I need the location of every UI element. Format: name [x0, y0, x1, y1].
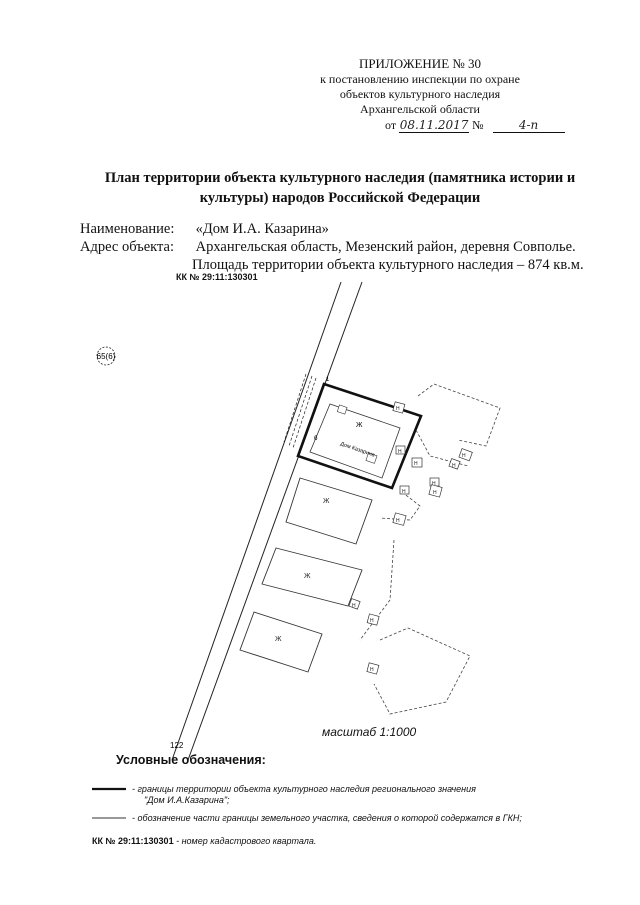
appendix-line-1: к постановлению инспекции по охране [320, 72, 520, 86]
svg-text:Н: Н [433, 490, 437, 496]
object-name-row: Наименование: «Дом И.А. Казарина» [80, 220, 329, 238]
parcel-65-label: 65(6) [97, 352, 116, 361]
outbuilding: Н [366, 662, 380, 675]
outbuilding: Н [458, 448, 473, 462]
number-label: № [472, 118, 484, 132]
svg-text:Н: Н [396, 406, 400, 412]
legend-cadastral-code: КК № 29:11:130301 [92, 836, 174, 846]
object-name-label: Наименование: [80, 221, 175, 237]
outbuilding: Н [366, 613, 380, 626]
outbuildings: Н Н Н Н Н Н Н Н Н Н Н Н [348, 401, 473, 675]
object-address-label: Адрес объекта: [80, 239, 174, 255]
title-line-1: План территории объекта культурного насл… [104, 170, 576, 186]
appendix-block: ПРИЛОЖЕНИЕ № 30 к постановлению инспекци… [280, 56, 560, 117]
appendix-line-3: Архангельской области [360, 102, 480, 116]
object-address-value: Архангельская область, Мезенский район, … [195, 239, 576, 255]
object-name-value: «Дом И.А. Казарина» [195, 221, 329, 237]
outbuilding: Н [395, 445, 406, 455]
legend-item-parcel-boundary: - обозначение части границы земельного у… [132, 813, 522, 823]
svg-text:Н: Н [432, 481, 436, 487]
outbuilding: Н [448, 458, 461, 470]
svg-text:Ж: Ж [323, 498, 330, 505]
svg-text:Ж: Ж [275, 636, 282, 643]
decree-date: 08.11.2017 [399, 118, 470, 133]
svg-text:1: 1 [326, 377, 330, 383]
svg-text:Н: Н [462, 453, 466, 459]
parcel-boundaries-dashed [359, 383, 501, 715]
svg-text:б: б [314, 436, 318, 442]
appendix-line-2: объектов культурного наследия [339, 87, 501, 101]
legend-item-territory-line-1: - границы территории объекта культурного… [132, 784, 476, 794]
outbuilding: Н [428, 484, 443, 498]
road [171, 281, 363, 761]
svg-text:Ж: Ж [304, 573, 311, 580]
outbuilding: Н [399, 485, 410, 495]
object-address-row: Адрес объекта: Архангельская область, Ме… [80, 238, 576, 256]
legend-item-cadastral: КК № 29:11:130301 - номер кадастрового к… [92, 836, 316, 847]
outbuilding: Н [392, 512, 407, 526]
decree-date-line: от 08.11.2017 № 4-п [385, 118, 565, 133]
outbuilding: Н [348, 598, 361, 610]
object-area: Площадь территории объекта культурного н… [192, 257, 584, 273]
road-dashed-edge [283, 373, 317, 449]
house-label: Дом Казарина [339, 441, 376, 459]
parcel-65-marker: 65(6) [96, 346, 116, 366]
cadastral-quarter-label: КК № 29:11:130301 [176, 272, 258, 282]
svg-text:Н: Н [452, 463, 456, 469]
building-2: Ж [285, 477, 373, 545]
house-mark: Ж [356, 422, 363, 429]
heritage-territory: Ж Дом Казарина 1 б [296, 377, 423, 490]
map-scale: масштаб 1:1000 [322, 725, 417, 739]
svg-text:Н: Н [402, 489, 406, 495]
svg-text:Н: Н [396, 518, 400, 524]
building-3: Ж [261, 547, 363, 607]
building-4: Ж [239, 611, 323, 673]
legend-item-territory-line-2: "Дом И.А.Казарина"; [144, 795, 230, 805]
legend-title: Условные обозначения: [116, 753, 266, 767]
parcel-122-label: 122 [170, 741, 184, 750]
svg-text:Н: Н [370, 667, 374, 673]
appendix-heading: ПРИЛОЖЕНИЕ № 30 [358, 56, 482, 71]
svg-text:Н: Н [414, 461, 418, 467]
legend-cadastral-text: - номер кадастрового квартала. [176, 836, 317, 846]
decree-number: 4-п [492, 118, 565, 133]
from-label: от [385, 118, 397, 132]
svg-text:Н: Н [370, 618, 374, 624]
outbuilding: Н [411, 457, 423, 468]
outbuilding: Н [392, 401, 406, 414]
svg-text:Н: Н [352, 603, 356, 609]
title-line-2: культуры) народов Российской Федерации [199, 190, 481, 206]
svg-text:Н: Н [398, 449, 402, 455]
document-title: План территории объекта культурного насл… [60, 168, 620, 208]
legend-item-territory: - границы территории объекта культурного… [132, 784, 476, 806]
